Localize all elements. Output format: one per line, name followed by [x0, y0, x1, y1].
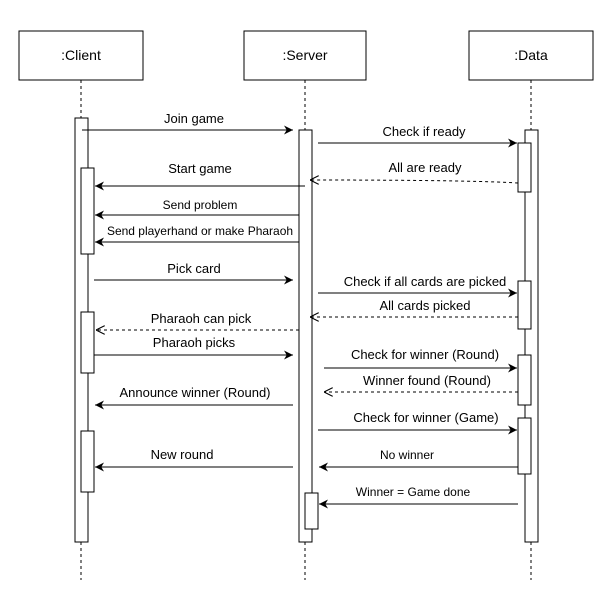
- message-start-game: Start game: [95, 161, 305, 191]
- data-participant-label: :Data: [514, 47, 548, 63]
- message-send-playerhand: Send playerhand or make Pharaoh: [95, 224, 299, 247]
- message-check-all-cards: Check if all cards are picked: [318, 274, 517, 298]
- message-all-are-ready: All are ready: [310, 160, 519, 183]
- message-label: New round: [151, 447, 214, 462]
- message-label: Join game: [164, 111, 224, 126]
- message-label: All cards picked: [379, 298, 470, 313]
- client-participant: :Client: [18, 30, 144, 81]
- message-send-problem: Send problem: [95, 198, 299, 220]
- client-participant-label: :Client: [61, 47, 101, 63]
- message-label: Winner found (Round): [363, 373, 491, 388]
- data-activation-2: [517, 280, 532, 330]
- message-label: Send problem: [163, 198, 238, 212]
- message-label: Check for winner (Game): [353, 410, 498, 425]
- message-pharaoh-can-pick: Pharaoh can pick: [96, 311, 299, 330]
- message-check-if-ready: Check if ready: [318, 124, 517, 148]
- message-label: No winner: [380, 448, 434, 462]
- data-participant: :Data: [468, 30, 594, 81]
- message-label: Winner = Game done: [356, 485, 471, 499]
- message-label: Start game: [168, 161, 232, 176]
- data-activation-3: [517, 354, 532, 406]
- data-activation-1: [517, 142, 532, 193]
- message-label: Send playerhand or make Pharaoh: [107, 224, 293, 238]
- message-join-game: Join game: [82, 111, 293, 135]
- message-label: Check if all cards are picked: [344, 274, 507, 289]
- message-winner-game-done: Winner = Game done: [319, 485, 518, 509]
- message-all-cards-picked: All cards picked: [310, 298, 518, 317]
- message-label: Check for winner (Round): [351, 347, 499, 362]
- message-check-winner-round: Check for winner (Round): [324, 347, 517, 373]
- message-label: Pick card: [167, 261, 220, 276]
- message-label: Pharaoh can pick: [151, 311, 252, 326]
- data-activation-4: [517, 417, 532, 475]
- message-winner-found-round: Winner found (Round): [324, 373, 518, 392]
- client-activation-3: [80, 430, 95, 493]
- server-activation-main: [298, 129, 313, 543]
- server-participant-label: :Server: [282, 47, 327, 63]
- message-check-winner-game: Check for winner (Game): [318, 410, 517, 435]
- client-activation-2: [80, 311, 95, 374]
- message-label: Check if ready: [382, 124, 466, 139]
- server-activation-1: [304, 492, 319, 530]
- client-activation-1: [80, 167, 95, 255]
- message-pick-card: Pick card: [94, 261, 293, 285]
- message-label: Announce winner (Round): [119, 385, 270, 400]
- message-announce-winner-round: Announce winner (Round): [95, 385, 293, 410]
- message-new-round: New round: [95, 447, 293, 472]
- server-participant: :Server: [243, 30, 367, 81]
- message-no-winner: No winner: [319, 448, 518, 472]
- message-label: All are ready: [389, 160, 462, 175]
- message-pharaoh-picks: Pharaoh picks: [94, 335, 293, 360]
- message-label: Pharaoh picks: [153, 335, 236, 350]
